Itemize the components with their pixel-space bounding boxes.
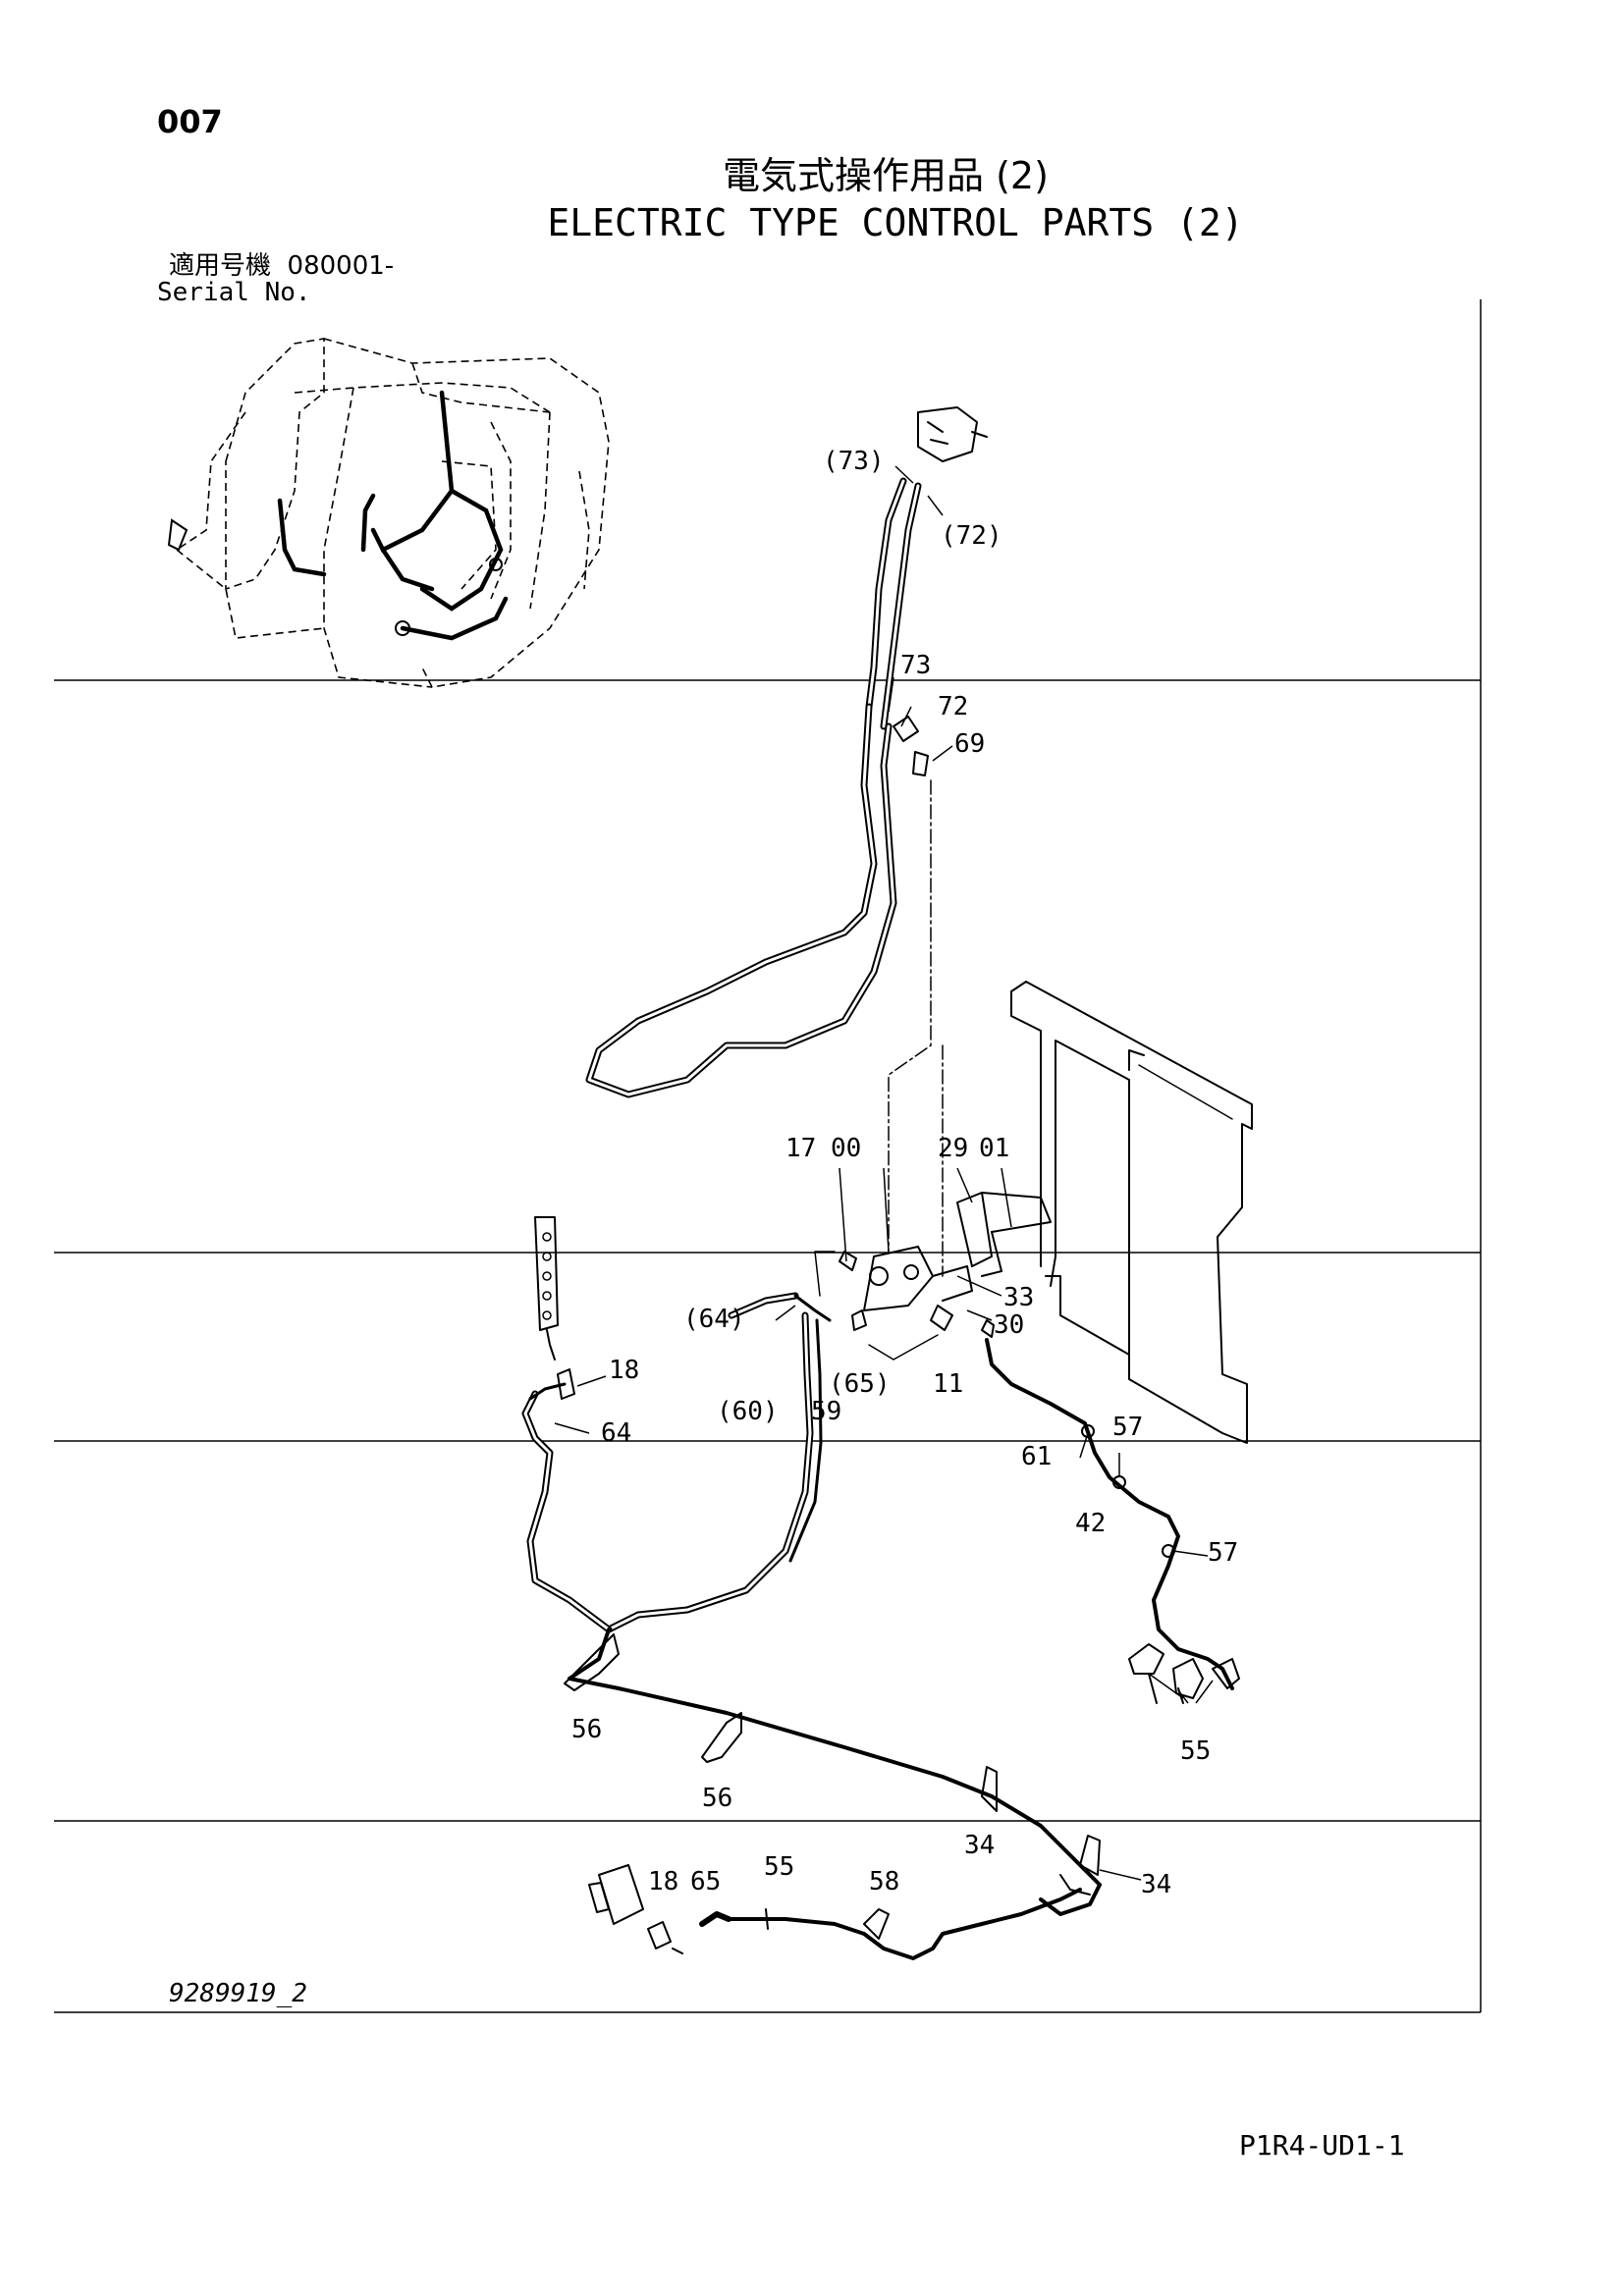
callout-65: 65 — [690, 1867, 721, 1896]
serial-label-english: Serial No. — [157, 278, 311, 307]
callout-57-upper: 57 — [1112, 1413, 1143, 1442]
callout-72: 72 — [938, 692, 968, 721]
callout-leader-lines — [554, 465, 1214, 1881]
cab-overview-illustration — [167, 338, 610, 688]
serial-label-japanese: 適用号機 — [169, 251, 272, 281]
callout-73: 73 — [900, 651, 931, 680]
callout-56-middle: 56 — [702, 1784, 732, 1813]
callout-17: 17 — [785, 1134, 816, 1163]
diagram-frame — [54, 299, 1482, 2013]
callout-56-left: 56 — [571, 1715, 602, 1744]
callout-labels: (73) (72) 73 72 69 17 00 29 01 33 30 (64… — [571, 447, 1238, 1899]
callout-73-ref: (73) — [823, 447, 885, 476]
callout-34-lower: 34 — [1141, 1870, 1171, 1899]
drawing-number: 9289919_2 — [169, 1979, 307, 2008]
footer-page-code: P1R4-UD1-1 — [1239, 2129, 1405, 2162]
callout-69: 69 — [954, 729, 985, 759]
callout-64: 64 — [601, 1418, 631, 1448]
callout-34-upper: 34 — [964, 1831, 995, 1860]
callout-30: 30 — [994, 1310, 1024, 1340]
serial-value: 080001- — [287, 251, 395, 281]
callout-00: 00 — [831, 1134, 861, 1163]
callout-60-ref: (60) — [717, 1397, 779, 1426]
callout-11: 11 — [933, 1369, 963, 1399]
callout-64-ref: (64) — [683, 1305, 745, 1334]
callout-18-lower: 18 — [648, 1867, 678, 1896]
callout-01: 01 — [979, 1134, 1009, 1163]
wiring-harness-lines — [521, 406, 1253, 1960]
page-title-japanese: 電気式操作用品 (2) — [723, 154, 1049, 197]
page-title-english: ELECTRIC TYPE CONTROL PARTS (2) — [547, 201, 1244, 244]
callout-61: 61 — [1021, 1442, 1052, 1471]
callout-72-ref: (72) — [941, 521, 1002, 551]
callout-55-terminals: 55 — [1180, 1736, 1211, 1766]
callout-65-ref: (65) — [829, 1369, 891, 1399]
callout-55-cable: 55 — [764, 1852, 794, 1882]
serial-applicability: 適用号機 080001- — [169, 253, 394, 279]
callout-59: 59 — [811, 1397, 841, 1426]
page-number: 007 — [157, 103, 223, 140]
callout-57-lower: 57 — [1208, 1538, 1238, 1568]
callout-29: 29 — [938, 1134, 968, 1163]
callout-42: 42 — [1075, 1509, 1106, 1538]
callout-33: 33 — [1003, 1283, 1034, 1312]
callout-58: 58 — [869, 1867, 899, 1896]
callout-18: 18 — [609, 1356, 639, 1385]
